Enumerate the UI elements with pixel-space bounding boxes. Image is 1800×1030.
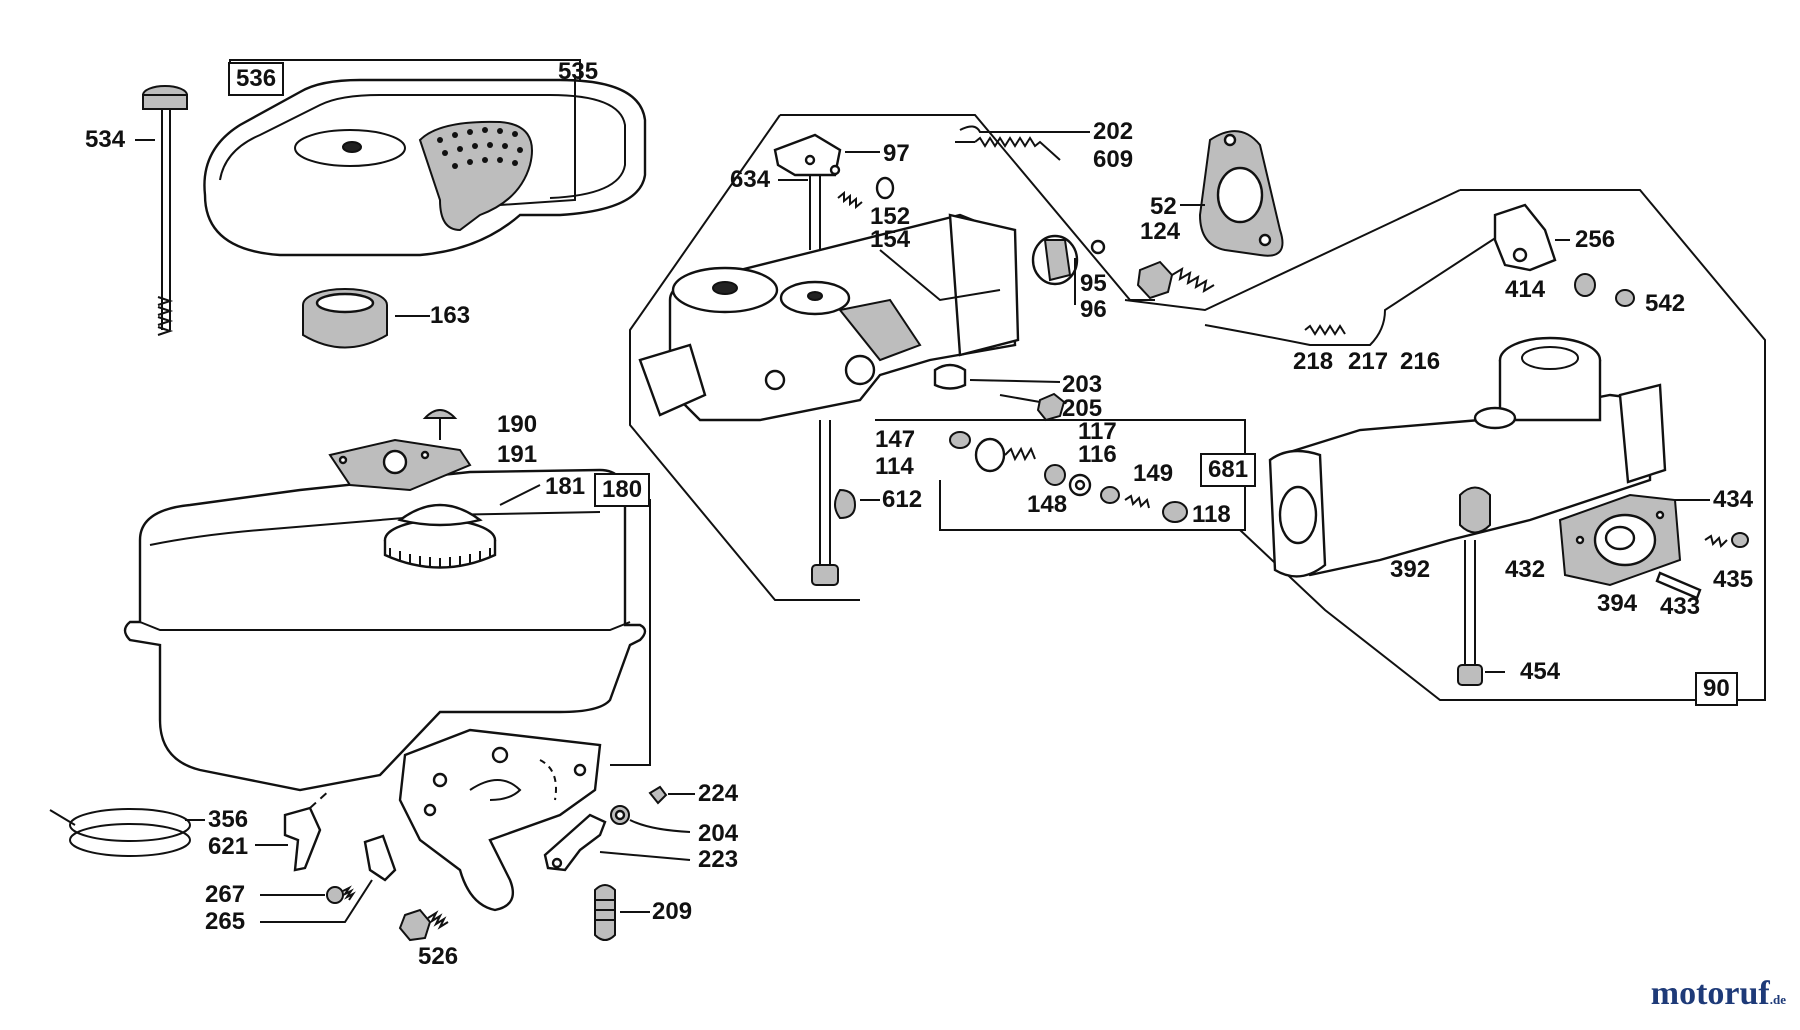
callout-621: 621 bbox=[208, 833, 249, 860]
callout-180: 180 bbox=[594, 473, 651, 508]
callout-218: 218 bbox=[1293, 348, 1334, 375]
carburetor-assembly-drawing bbox=[1124, 189, 1766, 701]
callout-118: 118 bbox=[1192, 501, 1231, 528]
callout-217: 217 bbox=[1348, 348, 1389, 375]
carburetor-drawing bbox=[629, 114, 1155, 601]
needle-valve-parts-drawing bbox=[875, 419, 1246, 531]
watermark-tld: .de bbox=[1769, 992, 1786, 1007]
callout-526: 526 bbox=[418, 943, 459, 970]
callout-205: 205 bbox=[1062, 395, 1103, 422]
callout-267: 267 bbox=[205, 881, 246, 908]
callout-148: 148 bbox=[1027, 491, 1068, 518]
callout-97: 97 bbox=[883, 140, 910, 167]
callout-435: 435 bbox=[1713, 566, 1754, 593]
callout-265: 265 bbox=[205, 908, 246, 935]
callout-612: 612 bbox=[882, 486, 923, 513]
callout-454: 454 bbox=[1520, 658, 1561, 685]
callout-609: 609 bbox=[1093, 146, 1134, 173]
callout-356: 356 bbox=[208, 806, 249, 833]
callout-116: 116 bbox=[1078, 441, 1117, 468]
callout-433: 433 bbox=[1660, 593, 1701, 620]
fuel-tank-drawing bbox=[49, 409, 695, 942]
callout-204: 204 bbox=[698, 820, 739, 847]
callout-95: 95 bbox=[1080, 270, 1107, 297]
callout-542: 542 bbox=[1645, 290, 1686, 317]
callout-536: 536 bbox=[228, 62, 285, 97]
callout-434: 434 bbox=[1713, 486, 1754, 513]
callout-96: 96 bbox=[1080, 296, 1107, 323]
callout-181: 181 bbox=[545, 473, 586, 500]
watermark-brand: motoruf bbox=[1650, 975, 1770, 1012]
callout-152: 152 bbox=[870, 203, 911, 230]
callout-209: 209 bbox=[652, 898, 693, 925]
callout-414: 414 bbox=[1505, 276, 1546, 303]
gasket-drawing bbox=[1136, 130, 1284, 300]
callout-90: 90 bbox=[1695, 672, 1738, 707]
callout-203: 203 bbox=[1062, 371, 1103, 398]
callout-256: 256 bbox=[1575, 226, 1616, 253]
callout-534: 534 bbox=[85, 126, 126, 153]
callout-147: 147 bbox=[875, 426, 916, 453]
air-cleaner-drawing bbox=[135, 59, 647, 349]
callout-535: 535 bbox=[558, 58, 599, 85]
callout-392: 392 bbox=[1390, 556, 1431, 583]
callout-149: 149 bbox=[1133, 460, 1174, 487]
watermark-logo: motoruf.de bbox=[1651, 975, 1786, 1013]
callout-394: 394 bbox=[1597, 590, 1638, 617]
callout-52: 52 bbox=[1150, 193, 1177, 220]
callout-124: 124 bbox=[1140, 218, 1181, 245]
callout-634: 634 bbox=[730, 166, 771, 193]
callout-202: 202 bbox=[1093, 118, 1134, 145]
callout-114: 114 bbox=[875, 453, 914, 480]
callout-216: 216 bbox=[1400, 348, 1441, 375]
callout-223: 223 bbox=[698, 846, 739, 873]
callout-117: 117 bbox=[1078, 418, 1117, 445]
callout-190: 190 bbox=[497, 411, 538, 438]
callout-154: 154 bbox=[870, 226, 911, 253]
callout-432: 432 bbox=[1505, 556, 1546, 583]
callout-681: 681 bbox=[1200, 453, 1257, 488]
callout-163: 163 bbox=[430, 302, 471, 329]
callout-224: 224 bbox=[698, 780, 739, 807]
callout-191: 191 bbox=[497, 441, 538, 468]
